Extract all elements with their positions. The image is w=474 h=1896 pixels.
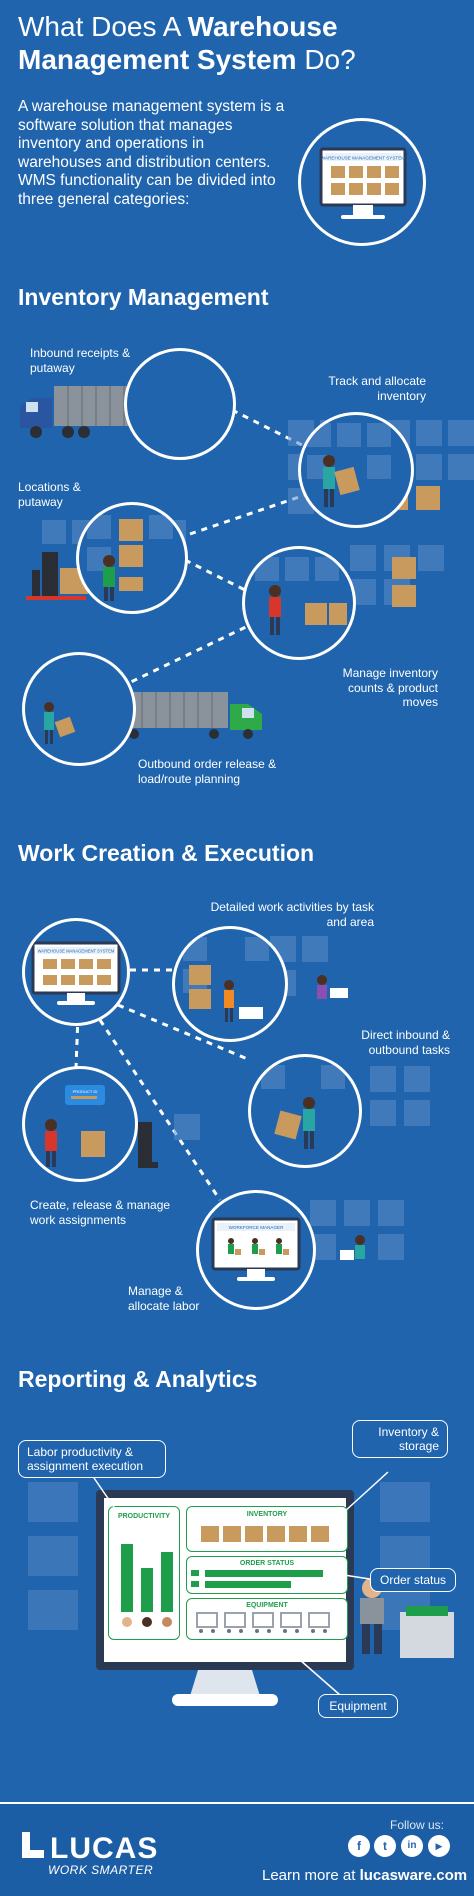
equipment-carts bbox=[196, 1612, 330, 1633]
counts-label: Manage inventory counts & product moves bbox=[342, 666, 438, 709]
direct-shelves-bg bbox=[370, 1066, 430, 1126]
labor-label: Manage & allocate labor bbox=[128, 1284, 200, 1313]
work-monitor-circle: WAREHOUSE MANAGEMENT SYSTEM bbox=[22, 918, 130, 1026]
track-circle bbox=[298, 412, 414, 528]
work-connectors bbox=[74, 968, 251, 1201]
inventory-callout: Inventory & storage bbox=[352, 1420, 448, 1458]
labor-callout: Labor productivity & assignment executio… bbox=[18, 1440, 166, 1478]
create-circle: PRODUCT ID bbox=[22, 1066, 138, 1182]
linkedin-icon[interactable]: in bbox=[401, 1835, 423, 1857]
work-heading: Work Creation & Execution bbox=[18, 840, 315, 866]
direct-label: Direct inbound & outbound tasks bbox=[361, 1028, 450, 1057]
create-label: Create, release & manage work assignment… bbox=[30, 1198, 171, 1227]
youtube-icon[interactable]: ▶ bbox=[428, 1835, 450, 1857]
follow-label: Follow us: bbox=[390, 1818, 445, 1832]
detailed-circle bbox=[172, 926, 288, 1042]
productivity-bar bbox=[121, 1544, 133, 1612]
locations-circle bbox=[76, 502, 188, 614]
svg-text:WORKFORCE MANAGER: WORKFORCE MANAGER bbox=[229, 1225, 285, 1230]
inventory-boxes bbox=[201, 1526, 329, 1542]
learn-more-link[interactable]: Learn more at lucasware.com bbox=[262, 1867, 468, 1884]
order-status-title: ORDER STATUS bbox=[239, 1560, 295, 1567]
tagline: WORK SMARTER bbox=[48, 1863, 154, 1877]
lucas-logo-text[interactable]: LUCAS bbox=[50, 1832, 159, 1865]
worker-avatar-icon bbox=[162, 1617, 172, 1627]
productivity-bars bbox=[121, 1544, 173, 1627]
outbound-label: Outbound order release & load/route plan… bbox=[138, 757, 277, 786]
facebook-icon[interactable]: f bbox=[348, 1835, 370, 1857]
create-forklift-bg bbox=[138, 1114, 200, 1168]
outbound-circle bbox=[22, 652, 136, 766]
productivity-bar bbox=[161, 1552, 173, 1612]
locations-label: Locations & putaway bbox=[18, 480, 81, 509]
equipment-panel-title: EQUIPMENT bbox=[246, 1602, 288, 1609]
detailed-label: Detailed work activities by task and are… bbox=[210, 900, 374, 929]
outbound-truck-icon bbox=[100, 692, 262, 739]
order-status-bars bbox=[191, 1570, 323, 1588]
order-status-callout: Order status bbox=[370, 1568, 456, 1592]
page-title: What Does A Warehouse Management System … bbox=[18, 11, 356, 75]
counts-circle bbox=[242, 546, 356, 660]
productivity-title: PRODUCTIVITY bbox=[117, 1513, 171, 1520]
inbound-circle bbox=[124, 348, 236, 460]
worker-avatar-icon bbox=[122, 1617, 132, 1627]
labor-circle: WORKFORCE MANAGER bbox=[196, 1190, 316, 1310]
track-label: Track and allocate inventory bbox=[328, 374, 426, 403]
worker-avatar-icon bbox=[142, 1617, 152, 1627]
inventory-panel: INVENTORY bbox=[186, 1506, 348, 1552]
reporting-heading: Reporting & Analytics bbox=[18, 1366, 258, 1392]
order-status-panel: ORDER STATUS bbox=[186, 1556, 348, 1594]
equipment-callout: Equipment bbox=[318, 1694, 398, 1718]
svg-text:WAREHOUSE MANAGEMENT SYSTEM: WAREHOUSE MANAGEMENT SYSTEM bbox=[38, 949, 115, 954]
intro-text: A warehouse management system is a softw… bbox=[18, 98, 285, 208]
counts-shelves-bg bbox=[350, 545, 444, 607]
direct-circle bbox=[248, 1054, 362, 1168]
svg-text:WAREHOUSE MANAGEMENT SYSTEM: WAREHOUSE MANAGEMENT SYSTEM bbox=[321, 156, 405, 161]
lucas-logo-mark bbox=[22, 1832, 44, 1858]
productivity-bar bbox=[141, 1568, 153, 1612]
productivity-panel: PRODUCTIVITY bbox=[108, 1506, 180, 1640]
svg-text:PRODUCT ID: PRODUCT ID bbox=[73, 1089, 98, 1094]
labor-shelves-bg bbox=[310, 1200, 404, 1260]
wms-monitor-circle: WAREHOUSE MANAGEMENT SYSTEM bbox=[298, 118, 426, 246]
equipment-panel: EQUIPMENT bbox=[186, 1598, 348, 1640]
twitter-icon[interactable]: t bbox=[374, 1835, 396, 1857]
inbound-label: Inbound receipts & putaway bbox=[30, 346, 131, 375]
inventory-heading: Inventory Management bbox=[18, 284, 269, 310]
inventory-panel-title: INVENTORY bbox=[246, 1511, 288, 1518]
